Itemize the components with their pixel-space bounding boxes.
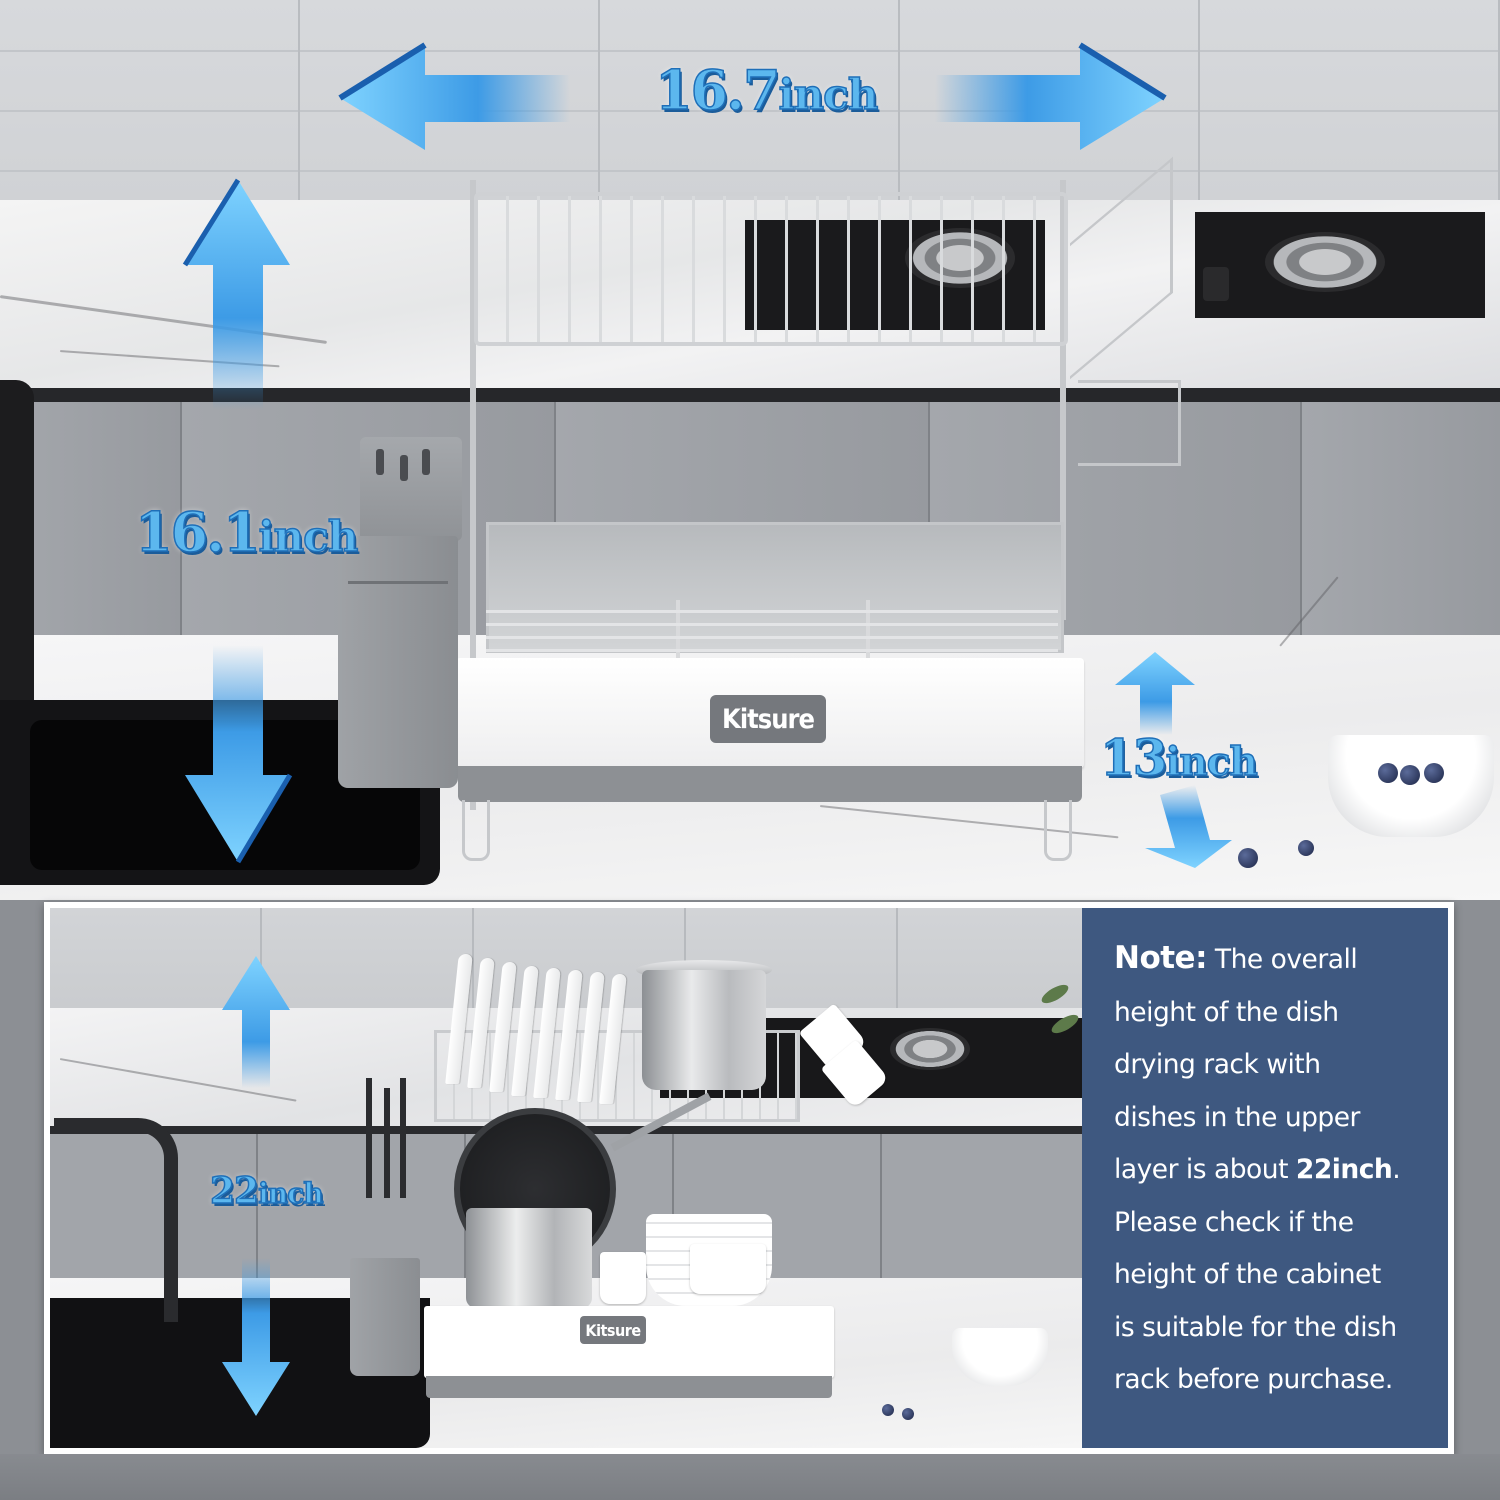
rack-leg	[462, 800, 490, 861]
arrow-right-icon	[935, 42, 1167, 150]
black-faucet	[54, 1118, 178, 1322]
note-panel: Note: The overall height of the dish dry…	[1082, 908, 1448, 1448]
depth-value: 13	[1099, 727, 1168, 788]
stove-knob	[1203, 267, 1229, 301]
cabinet-front-bottom	[0, 1454, 1500, 1500]
rack-post-right	[1060, 180, 1066, 620]
gas-stove-right	[1195, 212, 1485, 318]
arrow-left-icon	[338, 42, 570, 150]
loaded-height-unit: inch	[257, 1176, 324, 1211]
tile-backsplash	[0, 0, 1500, 230]
bowl	[690, 1244, 766, 1294]
stock-pot	[642, 970, 766, 1090]
blueberry	[1400, 765, 1420, 785]
small-pot	[466, 1208, 592, 1308]
knife	[384, 1088, 390, 1198]
width-unit: inch	[778, 68, 879, 120]
brand-logo: Kitsure	[710, 695, 826, 743]
blueberry	[882, 1404, 894, 1416]
note-line: drying rack with	[1114, 1049, 1321, 1080]
arrow-down-small-icon	[1145, 785, 1232, 868]
note-line: rack before purchase.	[1114, 1364, 1393, 1395]
main-product-photo: Kitsure	[0, 0, 1500, 900]
blueberry-bowl	[952, 1328, 1048, 1386]
loaded-height-arrows	[222, 956, 290, 1416]
note-emphasis: 22inch	[1295, 1154, 1393, 1185]
knife	[400, 1078, 406, 1198]
rack-leg	[1044, 800, 1072, 861]
knife-slot	[400, 455, 408, 481]
rack-post-left	[470, 180, 476, 810]
height-unit: inch	[258, 510, 359, 562]
note-line: Please check if the	[1114, 1206, 1354, 1238]
drip-tray	[458, 766, 1082, 802]
knife-slot	[422, 449, 430, 475]
height-label: 16.1inch	[134, 499, 359, 565]
loaded-rack-inset: Kitsure 22inch Note: The overall height …	[44, 902, 1454, 1454]
cabinet-door	[1302, 402, 1500, 642]
blueberry	[902, 1408, 914, 1420]
note-line: dishes in the upper	[1114, 1101, 1360, 1133]
cup-holder-hook	[1078, 380, 1181, 466]
knife-block	[360, 437, 462, 541]
loaded-height-label: 22inch	[209, 1169, 324, 1213]
loaded-height-value: 22	[209, 1169, 260, 1213]
holder-divider	[348, 581, 448, 584]
blueberry	[1378, 763, 1398, 783]
utensil-holder	[350, 1258, 420, 1376]
arrow-up-icon	[222, 956, 290, 1088]
height-value: 16.1	[134, 499, 261, 565]
cup	[600, 1252, 646, 1304]
arrow-down-icon	[185, 645, 293, 864]
blueberry	[1298, 840, 1314, 856]
utensil-holder	[338, 536, 458, 788]
depth-label: 13inch	[1099, 727, 1259, 788]
brand-logo-small: Kitsure	[580, 1316, 646, 1344]
note-line: height of the dish	[1114, 996, 1339, 1028]
width-value: 16.7	[654, 57, 781, 123]
knife-slot	[376, 449, 384, 475]
note-line: Note: The overall	[1114, 932, 1448, 987]
cabinet-top-edge	[0, 388, 1500, 402]
blueberry	[1238, 848, 1258, 868]
note-line: layer is about 22inch.	[1114, 1144, 1448, 1197]
note-line: is suitable for the dish	[1114, 1311, 1397, 1343]
black-faucet	[0, 380, 34, 710]
note-text: .	[1392, 1154, 1401, 1185]
drip-tray	[426, 1376, 832, 1398]
burner	[890, 1028, 970, 1070]
note-text: The overall	[1206, 944, 1358, 975]
dimension-arrows	[182, 42, 1232, 868]
arrow-up-icon	[182, 178, 290, 410]
note-text: layer is about	[1114, 1154, 1296, 1185]
burner	[1265, 232, 1385, 292]
blueberry	[1424, 763, 1444, 783]
blueberry-bowl	[1328, 735, 1494, 837]
arrow-up-small-icon	[1115, 652, 1195, 735]
depth-unit: inch	[1165, 738, 1259, 786]
arrow-down-icon	[222, 1258, 290, 1416]
loaded-rack-photo: Kitsure 22inch	[50, 908, 1082, 1448]
knife	[366, 1078, 372, 1198]
note-line: height of the cabinet	[1114, 1259, 1381, 1290]
upper-dish-basket	[474, 192, 1068, 346]
lower-wire-grid	[486, 600, 1058, 662]
note-heading: Note:	[1114, 940, 1207, 976]
width-label: 16.7inch	[654, 57, 879, 123]
